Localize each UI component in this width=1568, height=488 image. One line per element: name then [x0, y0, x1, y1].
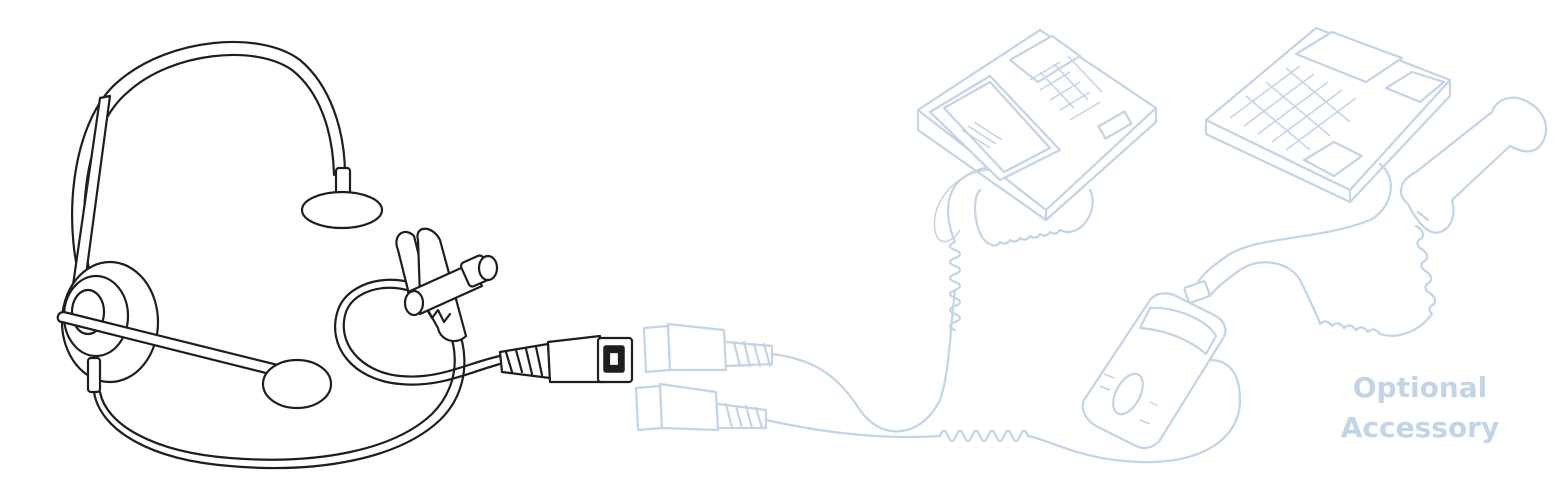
caption-line-2: Accessory	[1340, 411, 1500, 444]
clip-barrel-end-right	[477, 254, 499, 282]
headband-inner	[83, 53, 336, 298]
clip-teeth	[424, 306, 452, 324]
qd-connector	[546, 334, 606, 384]
qd-plug-upper	[642, 288, 957, 433]
ear-cap-inner	[70, 288, 106, 336]
optional-accessory	[634, 26, 1548, 464]
phone-cable-1	[933, 169, 991, 243]
mic-foam	[261, 358, 333, 410]
strain-relief	[86, 356, 102, 394]
telephone-2	[1204, 26, 1452, 204]
pad-connector	[334, 166, 352, 196]
qd-zigzag	[504, 345, 544, 377]
modular-plug	[1183, 280, 1211, 304]
telephone-handset	[1208, 96, 1548, 337]
qd-connector-window	[607, 350, 621, 368]
qd-plug-lower	[634, 382, 942, 439]
amplifier	[1081, 292, 1227, 450]
telephone-1	[916, 28, 1158, 247]
clip-barrel-end-left	[403, 289, 425, 317]
coiled-cord-upper	[946, 167, 1002, 332]
coiled-cord-lower	[938, 358, 1242, 464]
phone-cable-2	[1194, 162, 1392, 288]
mic-boom	[56, 310, 292, 380]
head-pad	[300, 190, 384, 230]
caption-line-1: Optional	[1352, 371, 1488, 404]
headband	[71, 40, 347, 302]
headset	[56, 40, 634, 470]
optional-accessory-label: Optional Accessory	[1340, 368, 1500, 448]
